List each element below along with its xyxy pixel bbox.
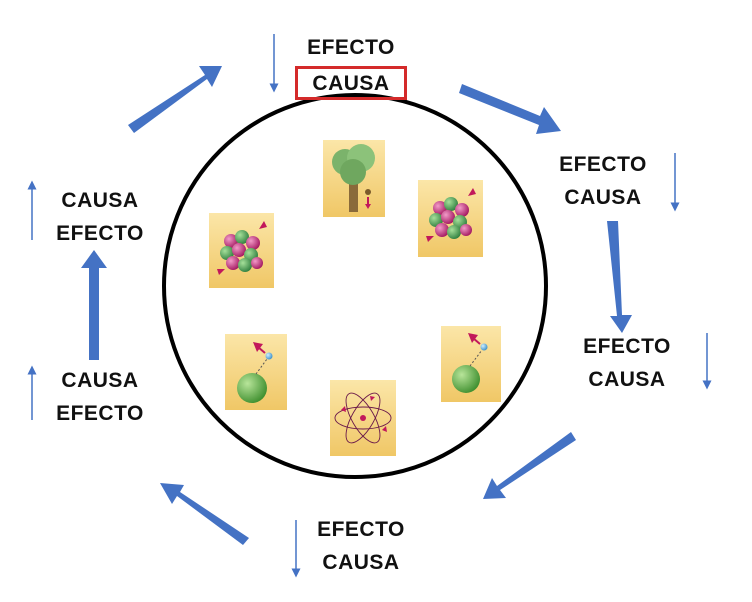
arrow-left-up [81,250,107,360]
particle-attraction-icon-right [441,326,501,402]
atomic-nucleus-icon-right [418,180,483,257]
tree-falling-fruit-icon [323,140,385,217]
arrow-right-down [607,221,632,333]
particle-attraction-icon-left [225,334,287,410]
label-left-upper-line2: EFECTO [56,222,144,245]
label-left-upper: CAUSA EFECTO [45,190,155,244]
label-right-upper: EFECTO CAUSA [548,154,658,208]
label-right-upper-line1: EFECTO [559,153,647,176]
label-top: EFECTO CAUSA [292,37,410,100]
label-right-upper-line2: CAUSA [564,186,642,209]
arrow-bottom-to-left [160,483,249,545]
atom-orbit-icon [330,380,396,456]
arrow-right-to-bottom [483,432,576,499]
cycle-arrows [81,66,632,545]
label-top-line2: CAUSA [312,72,390,95]
central-circle [162,93,548,479]
label-right-lower-line2: CAUSA [588,368,666,391]
label-bottom: EFECTO CAUSA [306,519,416,573]
thin-arrows [27,34,712,578]
highlighted-cause-box: CAUSA [295,66,407,100]
label-left-lower: CAUSA EFECTO [45,370,155,424]
label-right-lower-line1: EFECTO [583,335,671,358]
label-top-line1: EFECTO [307,36,395,59]
label-left-lower-line1: CAUSA [61,369,139,392]
arrow-top-to-right [459,84,561,134]
label-left-upper-line1: CAUSA [61,189,139,212]
arrow-left-to-top [128,66,222,133]
label-right-lower: EFECTO CAUSA [572,336,682,390]
atomic-nucleus-icon-left [209,213,274,288]
label-bottom-line2: CAUSA [322,551,400,574]
label-bottom-line1: EFECTO [317,518,405,541]
label-left-lower-line2: EFECTO [56,402,144,425]
